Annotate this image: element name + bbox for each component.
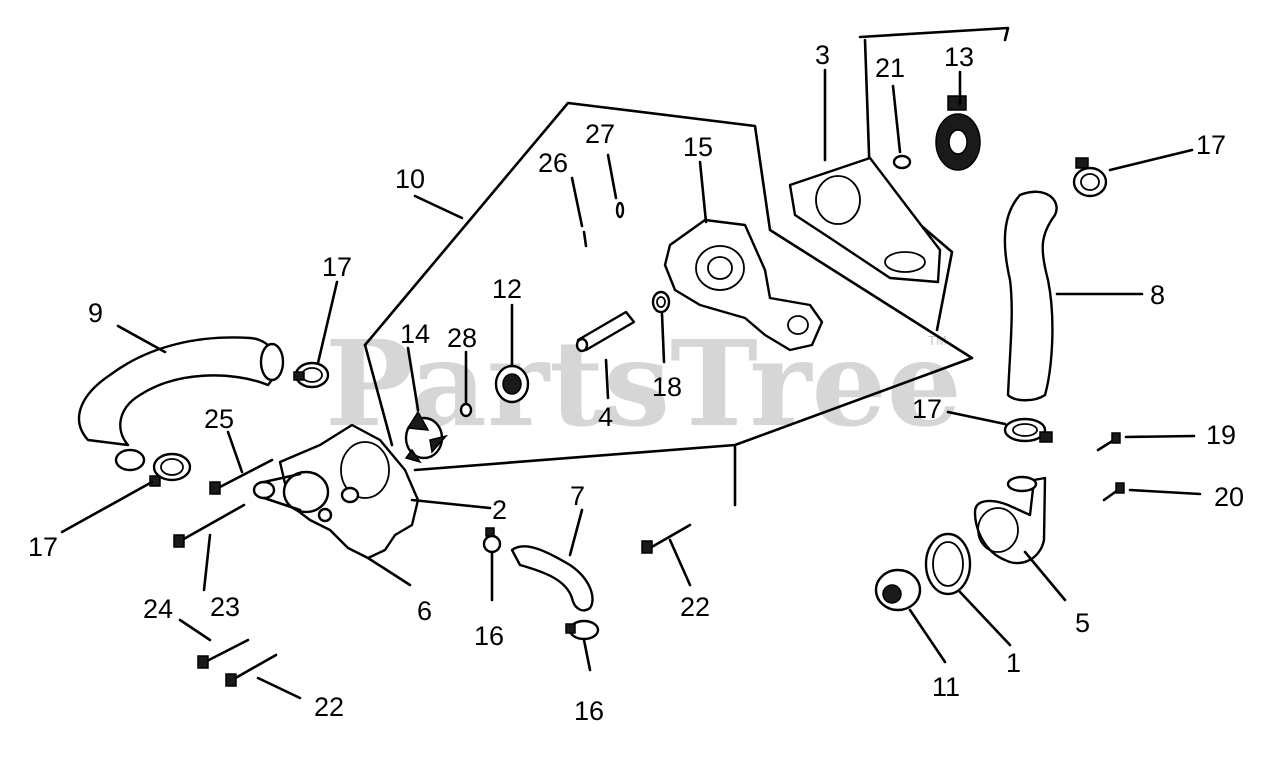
label-part-22: 22	[314, 692, 344, 722]
clamp-17-upper-left	[293, 361, 330, 389]
label-part-25: 25	[204, 404, 234, 434]
pin-26	[582, 230, 588, 248]
seal-12	[494, 364, 530, 404]
label-part-15: 15	[683, 132, 713, 162]
seal-18	[651, 290, 671, 314]
hose-9	[77, 336, 285, 472]
label-part-11: 11	[932, 672, 960, 702]
label-part-22: 22	[680, 592, 710, 622]
bolt-23	[173, 503, 246, 548]
pump-body-2	[252, 423, 420, 560]
ring-21	[892, 154, 912, 170]
hose-8	[1003, 190, 1058, 402]
label-part-27: 27	[585, 119, 615, 149]
label-part-16: 16	[574, 696, 604, 726]
label-part-7: 7	[570, 481, 585, 511]
housing-5	[973, 475, 1047, 565]
o-ring-28	[459, 402, 473, 418]
clamp-16-lower	[565, 619, 600, 641]
label-part-19: 19	[1206, 420, 1236, 450]
bolt-22-lower-left	[225, 653, 278, 687]
label-part-6: 6	[417, 596, 432, 626]
bolt-24	[197, 638, 250, 669]
label-part-16: 16	[474, 621, 504, 651]
bolt-22-middle	[641, 523, 692, 554]
gear-13	[935, 95, 981, 171]
label-part-17: 17	[322, 252, 352, 282]
label-part-28: 28	[447, 323, 477, 353]
gasket-3	[788, 156, 942, 284]
label-part-24: 24	[143, 594, 173, 624]
gasket-1	[924, 532, 972, 596]
label-part-12: 12	[492, 274, 522, 304]
label-part-21: 21	[875, 53, 905, 83]
label-part-9: 9	[88, 298, 103, 328]
label-part-14: 14	[400, 319, 430, 349]
label-part-2: 2	[492, 495, 507, 525]
housing-15	[663, 218, 824, 352]
clip-27	[615, 201, 625, 219]
impeller-14	[404, 410, 449, 464]
label-part-1: 1	[1006, 648, 1021, 678]
label-part-13: 13	[944, 42, 974, 72]
label-part-17: 17	[28, 532, 58, 562]
shaft-4	[575, 310, 636, 353]
thermostat-11	[874, 568, 922, 612]
label-part-17: 17	[1196, 130, 1226, 160]
clamp-17-upper-right	[1072, 157, 1108, 198]
bolt-20	[1102, 482, 1125, 502]
label-part-18: 18	[652, 372, 682, 402]
hose-7	[510, 545, 594, 612]
part-number-labels: 9 17 25 17 23 24 22 10 14 28 12 26 27 15…	[28, 40, 1244, 726]
label-part-26: 26	[538, 148, 568, 178]
label-part-8: 8	[1150, 280, 1165, 310]
label-part-5: 5	[1075, 608, 1090, 638]
leader-lines	[60, 68, 1202, 700]
watermark-trademark: TM	[928, 333, 947, 348]
bolt-19	[1096, 432, 1121, 452]
label-part-4: 4	[598, 402, 613, 432]
clamp-17-lower-left	[149, 452, 192, 487]
clamp-16-upper	[482, 527, 502, 554]
clamp-17-middle-right	[1003, 417, 1053, 443]
bolt-25	[209, 458, 274, 495]
label-part-3: 3	[815, 40, 830, 70]
label-part-17: 17	[912, 394, 942, 424]
label-part-10: 10	[395, 164, 425, 194]
label-part-20: 20	[1214, 482, 1244, 512]
label-part-23: 23	[210, 592, 240, 622]
